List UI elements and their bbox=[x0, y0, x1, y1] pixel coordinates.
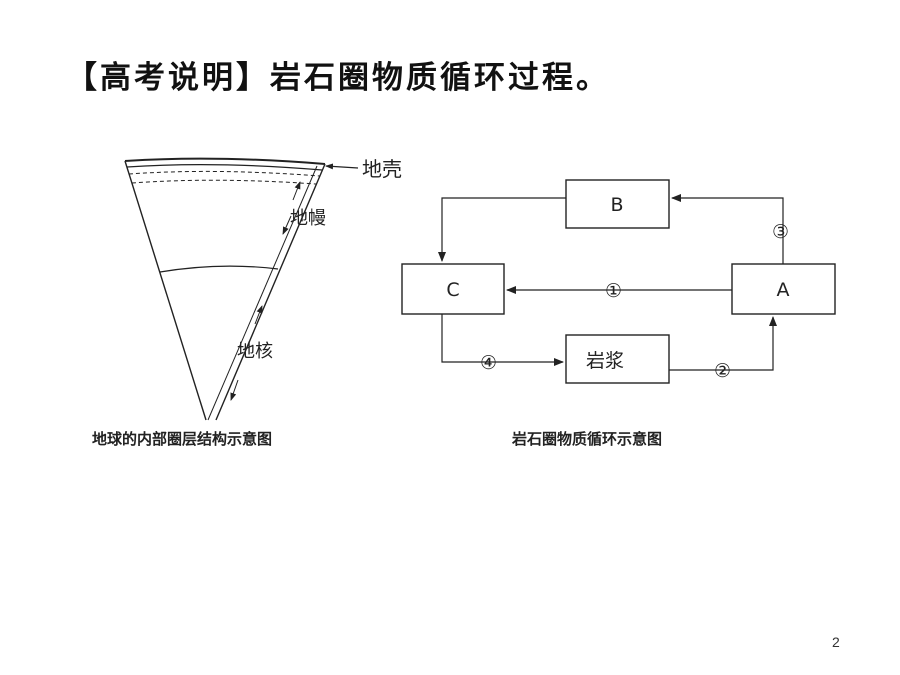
core-range-arrow-bottom bbox=[230, 379, 239, 401]
node-label-b: B bbox=[610, 194, 623, 216]
rock-cycle-diagram: B C A 岩浆 ③ ① ④ ② 岩石圈物质循环示意图 bbox=[401, 179, 836, 448]
earth-surface-arc bbox=[124, 157, 326, 165]
page-number: 2 bbox=[832, 634, 840, 650]
mantle-range-arrow-bottom bbox=[282, 215, 292, 235]
arrow-label-one: ① bbox=[605, 280, 622, 302]
node-label-magma: 岩浆 bbox=[586, 350, 624, 372]
node-box-a bbox=[731, 263, 836, 315]
arrow-label-two: ② bbox=[714, 360, 731, 382]
core-mantle-boundary bbox=[159, 265, 279, 273]
node-label-c: C bbox=[446, 279, 459, 301]
crust-boundary-arc bbox=[126, 164, 323, 171]
earth-diagram-caption: 地球的内部圈层结构示意图 bbox=[92, 430, 272, 448]
node-box-magma bbox=[565, 334, 670, 384]
mantle-range-arrow-top bbox=[292, 181, 301, 201]
mantle-dashed-arc-2 bbox=[131, 179, 317, 185]
wedge-right-inner-edge bbox=[207, 165, 318, 421]
figure-svg: 地壳 地幔 地核 地球的内部圈层结构示意图 B C A 岩浆 bbox=[92, 157, 836, 448]
node-box-b bbox=[565, 179, 670, 229]
earth-structure-diagram: 地壳 地幔 地核 地球的内部圈层结构示意图 bbox=[92, 157, 402, 448]
arrow-b-to-c bbox=[438, 197, 566, 262]
slide-title: 【高考说明】岩石圈物质循环过程。 bbox=[66, 60, 610, 96]
arrow-magma-to-a bbox=[669, 316, 777, 371]
wedge-left-edge bbox=[124, 160, 207, 421]
figure-panel: 地壳 地幔 地核 地球的内部圈层结构示意图 B C A 岩浆 bbox=[90, 152, 837, 452]
mantle-dashed-arc-1 bbox=[128, 170, 321, 177]
crust-pointer-arrow bbox=[325, 163, 359, 170]
wedge-right-edge bbox=[215, 163, 326, 421]
arrow-a-to-b bbox=[671, 194, 784, 264]
mantle-label: 地幔 bbox=[290, 208, 326, 229]
cycle-diagram-caption: 岩石圈物质循环示意图 bbox=[511, 430, 662, 448]
crust-label: 地壳 bbox=[362, 157, 402, 181]
node-label-a: A bbox=[777, 279, 790, 301]
arrow-c-to-magma bbox=[441, 314, 564, 366]
arrow-label-three: ③ bbox=[772, 221, 789, 243]
core-label: 地核 bbox=[237, 341, 273, 362]
core-range-arrow-top bbox=[254, 305, 263, 325]
arrow-label-four: ④ bbox=[480, 352, 497, 374]
node-box-c bbox=[401, 263, 505, 315]
